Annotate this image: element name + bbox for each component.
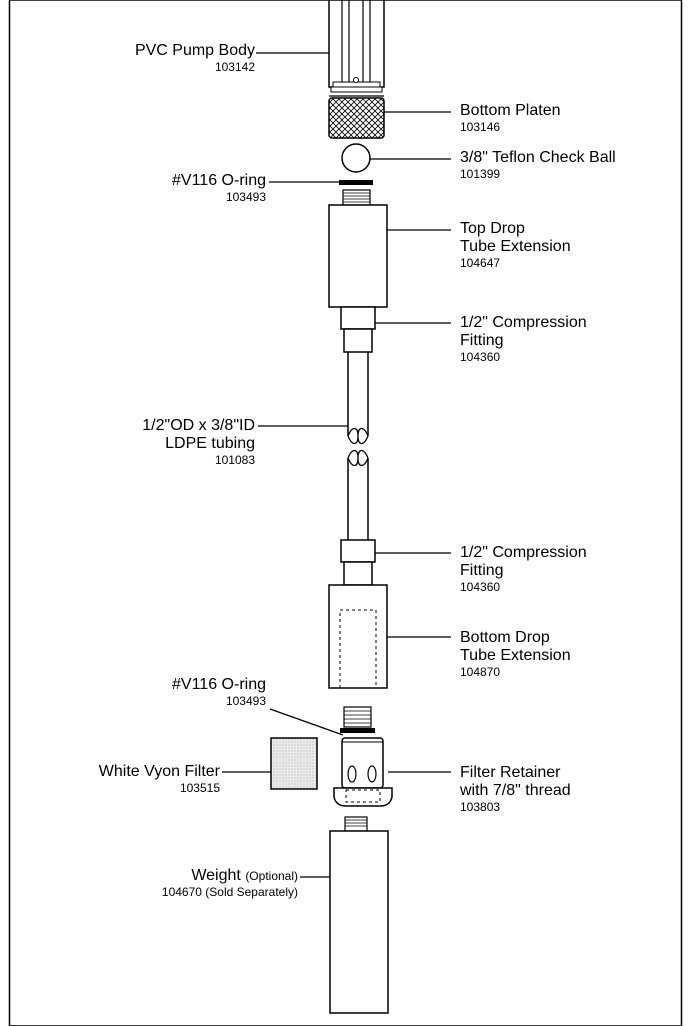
compression-top-line1: 1/2" Compression [460,314,587,331]
label-weight: Weight (Optional) 104670 (Sold Separatel… [40,867,298,900]
compression-bottom-line1: 1/2" Compression [460,544,587,561]
tubing-part: 101083 [214,453,255,467]
label-check-ball: 3/8" Teflon Check Ball 101399 [460,149,616,182]
top-drop-tube-line1: Top Drop [460,220,525,237]
bottom-drop-tube-line2: Tube Extension [460,647,571,664]
label-tubing: 1/2"OD x 3/8"ID LDPE tubing 101083 [60,417,255,468]
tubing-line2: LDPE tubing [165,435,255,452]
bottom-drop-tube-line1: Bottom Drop [460,629,550,646]
bottom-platen-name: Bottom Platen [460,102,561,119]
ldpe-tubing [347,352,369,540]
top-drop-tube-line2: Tube Extension [460,238,571,255]
o-ring-top-name: #V116 O-ring [172,172,266,189]
pump-body-name: PVC Pump Body [134,42,255,59]
bottom-drop-tube [328,584,388,689]
label-top-drop-tube: Top Drop Tube Extension 104647 [460,220,571,271]
tubing-line1: 1/2"OD x 3/8"ID [142,417,255,434]
weight-part: 104670 (Sold Separately) [161,885,298,899]
vyon-filter [270,737,318,790]
compression-bottom-line2: Fitting [460,562,504,579]
filter-retainer-line1: Filter Retainer [460,764,561,781]
weight-name: Weight [191,867,241,884]
pump-body-part: 103142 [214,60,255,74]
filter-retainer-line2: with 7/8" thread [460,782,571,799]
check-ball-name: 3/8" Teflon Check Ball [460,149,616,166]
top-drop-tube-part: 104647 [460,256,501,270]
bottom-drop-tube-part: 104870 [460,665,501,679]
weight [329,816,389,1014]
o-ring-bottom-name: #V116 O-ring [172,676,266,693]
page-border [8,0,683,1026]
label-pump-body: PVC Pump Body 103142 [60,42,255,75]
top-drop-tube [328,204,388,308]
label-filter-retainer: Filter Retainer with 7/8" thread 103803 [460,764,571,815]
check-ball-part: 101399 [460,167,501,181]
bottom-thread-nipple [340,706,375,733]
bottom-platen-part: 103146 [460,120,501,134]
o-ring-top-part: 103493 [225,190,266,204]
filter-retainer [333,737,393,807]
o-ring-bottom [340,728,375,733]
leader-lines [222,52,451,878]
compression-fitting-bottom [340,539,376,586]
vyon-filter-part: 103515 [179,781,220,795]
o-ring-bottom-part: 103493 [225,694,266,708]
o-ring-top [339,180,373,185]
label-o-ring-bottom: #V116 O-ring 103493 [60,676,266,709]
compression-fitting-top [340,306,376,353]
label-vyon-filter: White Vyon Filter 103515 [20,763,220,796]
bottom-platen [328,97,385,139]
top-thread-nipple [342,189,371,206]
compression-top-part: 104360 [460,350,501,364]
pvc-pump-body [328,0,385,97]
filter-retainer-part: 103803 [460,800,501,814]
label-o-ring-top: #V116 O-ring 103493 [60,172,266,205]
label-bottom-drop-tube: Bottom Drop Tube Extension 104870 [460,629,571,680]
label-bottom-platen: Bottom Platen 103146 [460,102,561,135]
weight-name-line: Weight (Optional) [40,867,298,885]
vyon-filter-name: White Vyon Filter [98,763,220,780]
weight-optional: (Optional) [245,869,298,883]
compression-bottom-part: 104360 [460,580,501,594]
label-compression-bottom: 1/2" Compression Fitting 104360 [460,544,587,595]
check-ball [341,143,371,173]
compression-top-line2: Fitting [460,332,504,349]
label-compression-top: 1/2" Compression Fitting 104360 [460,314,587,365]
